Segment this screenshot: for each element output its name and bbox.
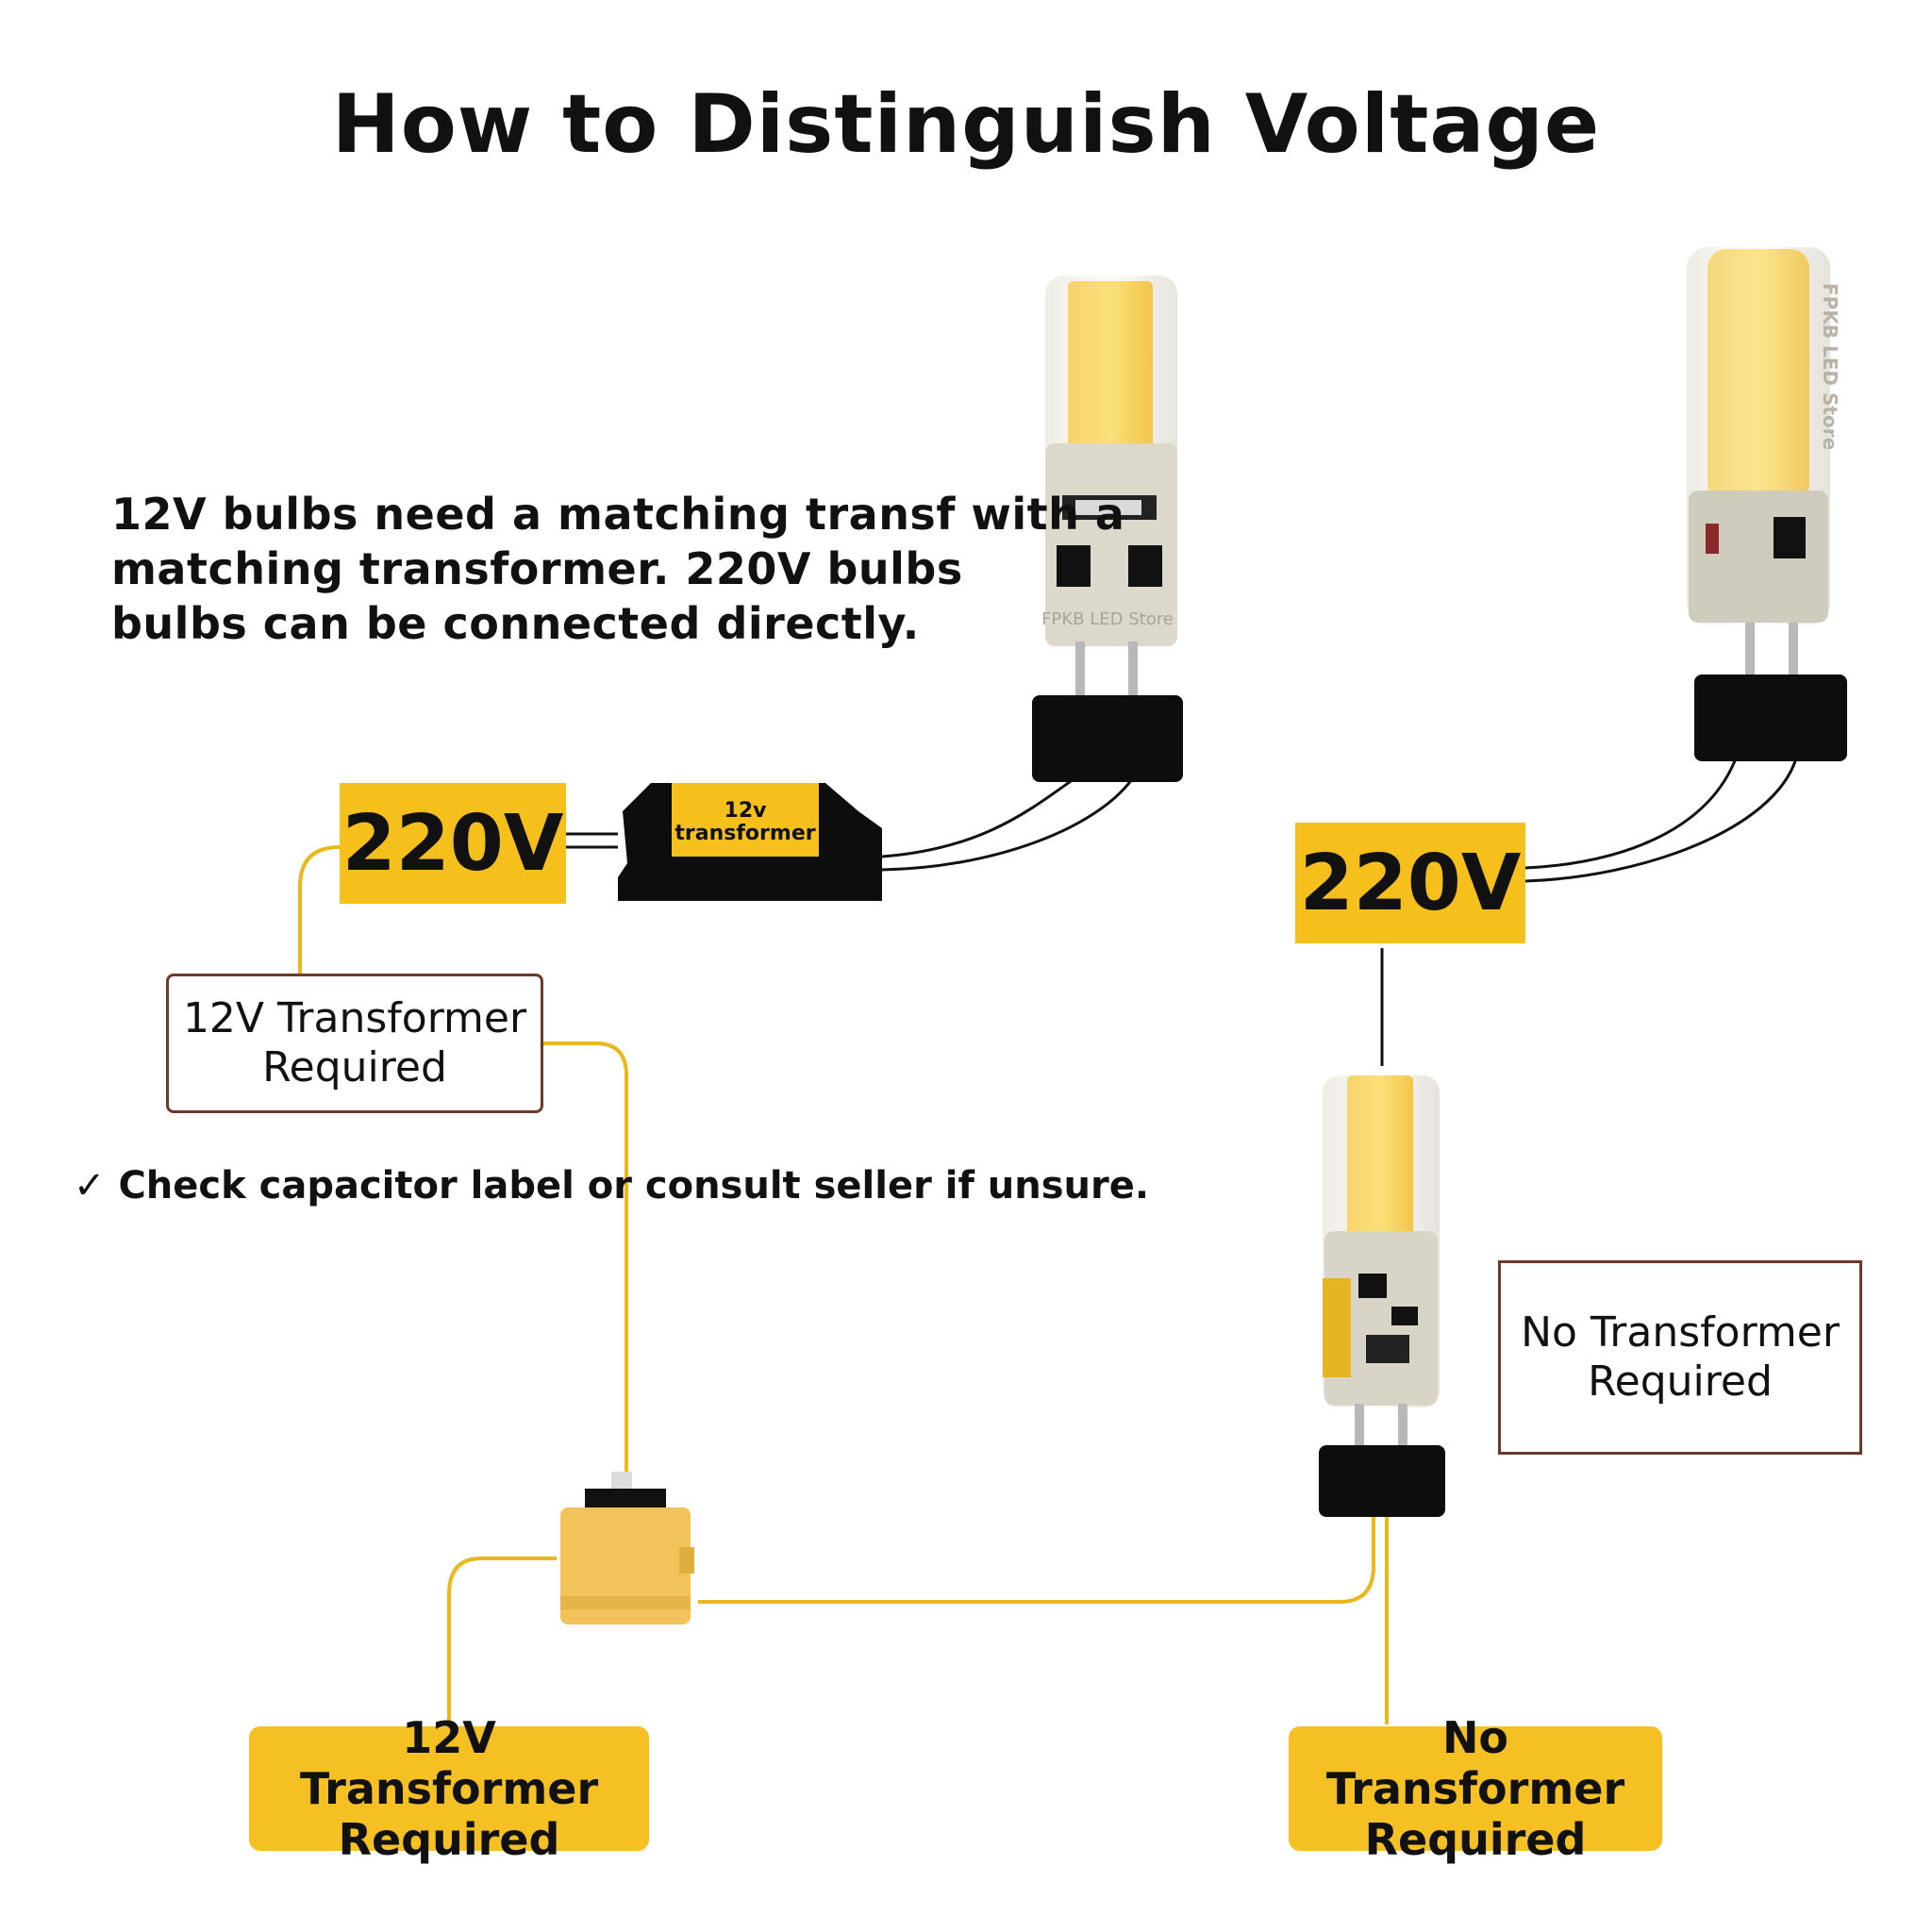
transformer-label: 12v transformer [672,800,819,845]
intro-line-2: matching transformer. 220V bulbs [111,543,963,594]
outline-right-line1: No Transformer [1521,1308,1840,1357]
yellow-label-transformer-required: 12V Transformer Required [249,1712,649,1865]
yellow-label-no-transformer: No Transformer Required [1289,1712,1662,1865]
bulb-watermark: FPKB LED Store [1041,609,1174,629]
bulb-220v-bottom-icon [1319,1075,1445,1517]
bulb-220v-top-icon [1687,247,1847,761]
wire-connector-to-left-label [447,1557,557,1726]
wire-transformer-to-socket-b [881,778,1134,872]
yellow-left-line1: 12V Transformer [299,1712,599,1814]
transformer-label-line2: transformer [675,822,816,845]
voltage-label-right: 220V [1295,823,1525,943]
black-wires [566,758,1798,1066]
page-title: How to Distinguish Voltage [331,77,1601,172]
wire-connector-to-socket [698,1509,1375,1604]
bulb-12v-icon [1032,275,1183,782]
outline-label-transformer-required: 12V Transformer Required [166,974,543,1113]
outline-right-line2: Required [1588,1357,1773,1406]
yellow-wires [298,845,1389,1726]
wire-transformer-to-socket-a [881,777,1074,858]
wire-outline-to-connector [541,1041,628,1476]
yellow-left-line2: Required [338,1814,560,1865]
outline-left-line2: Required [262,1043,447,1091]
check-note: ✓ Check capacitor label or consult selle… [74,1164,1150,1208]
wire-220v-to-transformer [566,832,618,849]
intro-line-3: bulbs can be connected directly. [111,598,920,649]
intro-text: 12V bulbs need a matching transf with a … [111,487,1125,651]
bulb-watermark-rotated: FPKB LED Store [1819,283,1841,451]
transformer-icon [618,783,882,901]
yellow-right-line2: Required [1364,1814,1587,1865]
wire-220v-to-outline [298,845,341,974]
wire-connector-icon [560,1472,694,1624]
outline-label-no-transformer: No Transformer Required [1498,1260,1862,1455]
intro-line-1: 12V bulbs need a matching transf with a [111,489,1125,540]
outline-left-line1: 12V Transformer [182,994,527,1042]
voltage-label-left: 220V [340,783,566,904]
transformer-label-line1: 12v [724,799,767,823]
wire-220v-to-socket-b [1524,758,1798,883]
yellow-right-line1: No Transformer [1325,1712,1625,1814]
wire-220v-to-socket-a [1524,758,1738,870]
